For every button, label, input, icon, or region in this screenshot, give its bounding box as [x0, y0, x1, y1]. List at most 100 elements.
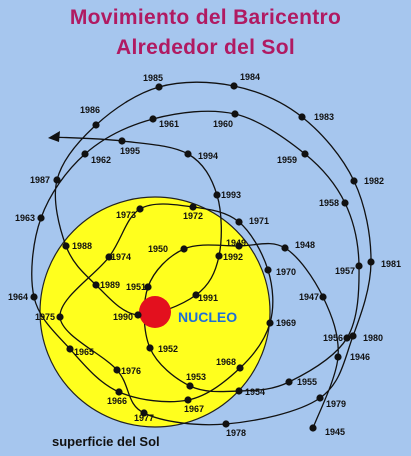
- year-label-1958: 1958: [319, 198, 339, 208]
- year-label-1977: 1977: [134, 413, 154, 423]
- year-label-1987: 1987: [30, 175, 50, 185]
- year-dot-1949: [235, 242, 243, 250]
- year-label-1946: 1946: [350, 352, 370, 362]
- year-label-1961: 1961: [159, 119, 179, 129]
- year-dot-1973: [136, 205, 144, 213]
- year-label-1965: 1965: [74, 347, 94, 357]
- year-label-1993: 1993: [221, 190, 241, 200]
- year-label-1980: 1980: [363, 333, 383, 343]
- year-label-1982: 1982: [364, 176, 384, 186]
- year-label-1947: 1947: [299, 292, 319, 302]
- year-label-1981: 1981: [381, 259, 401, 269]
- year-label-1976: 1976: [121, 366, 141, 376]
- year-label-1960: 1960: [213, 119, 233, 129]
- year-dot-1950: [180, 245, 188, 253]
- path-arrowhead: [48, 131, 60, 142]
- year-label-1974: 1974: [111, 252, 131, 262]
- year-label-1959: 1959: [277, 155, 297, 165]
- year-dot-1963: [37, 214, 45, 222]
- title-line-1: Movimiento del Baricentro: [69, 6, 342, 29]
- year-dot-1986: [92, 121, 100, 129]
- year-label-1984: 1984: [240, 72, 260, 82]
- title-line-2: Alrededor del Sol: [116, 36, 295, 59]
- year-label-1948: 1948: [295, 240, 315, 250]
- year-label-1972: 1972: [183, 211, 203, 221]
- year-dot-1976: [113, 366, 121, 374]
- year-dot-1959: [301, 150, 309, 158]
- nucleus-label: NUCLEO: [178, 309, 237, 325]
- year-label-1957: 1957: [335, 266, 355, 276]
- year-dot-1992: [215, 252, 223, 260]
- year-dot-1948: [281, 244, 289, 252]
- year-dot-1971: [235, 218, 243, 226]
- year-dot-1989: [92, 281, 100, 289]
- year-label-1983: 1983: [314, 112, 334, 122]
- year-dot-1961: [149, 115, 157, 123]
- year-label-1973: 1973: [116, 210, 136, 220]
- year-dot-1953: [186, 382, 194, 390]
- year-label-1952: 1952: [158, 344, 178, 354]
- year-label-1978: 1978: [226, 428, 246, 438]
- year-dot-1978: [222, 420, 230, 428]
- year-label-1970: 1970: [276, 267, 296, 277]
- year-dot-1987: [53, 176, 61, 184]
- year-dot-1995: [118, 137, 126, 145]
- year-dot-1972: [189, 203, 197, 211]
- year-points: 1945194619471948194919501951195219531954…: [8, 72, 401, 438]
- year-dot-1984: [230, 82, 238, 90]
- year-dot-1994: [184, 150, 192, 158]
- year-label-1955: 1955: [297, 377, 317, 387]
- year-label-1968: 1968: [216, 357, 236, 367]
- year-label-1989: 1989: [100, 280, 120, 290]
- year-label-1979: 1979: [326, 399, 346, 409]
- year-dot-1964: [30, 293, 38, 301]
- year-dot-1988: [62, 242, 70, 250]
- year-dot-1946: [334, 353, 342, 361]
- year-dot-1970: [264, 266, 272, 274]
- year-dot-1947: [319, 293, 327, 301]
- year-dot-1956: [343, 334, 351, 342]
- year-dot-1977: [140, 409, 148, 417]
- year-label-1962: 1962: [91, 155, 111, 165]
- year-label-1971: 1971: [249, 216, 269, 226]
- year-label-1986: 1986: [80, 105, 100, 115]
- year-label-1985: 1985: [143, 73, 163, 83]
- year-label-1954: 1954: [245, 387, 265, 397]
- year-label-1994: 1994: [198, 151, 218, 161]
- year-dot-1993: [213, 191, 221, 199]
- year-label-1991: 1991: [198, 293, 218, 303]
- year-dot-1951: [144, 283, 152, 291]
- year-label-1953: 1953: [186, 372, 206, 382]
- year-label-1988: 1988: [72, 241, 92, 251]
- year-dot-1966: [115, 388, 123, 396]
- year-dot-1969: [266, 319, 274, 327]
- year-dot-1983: [298, 113, 306, 121]
- year-label-1969: 1969: [276, 318, 296, 328]
- year-dot-1945: [309, 424, 317, 432]
- year-dot-1957: [355, 262, 363, 270]
- year-label-1966: 1966: [107, 396, 127, 406]
- year-dot-1958: [341, 199, 349, 207]
- year-dot-1982: [350, 177, 358, 185]
- year-label-1949: 1949: [226, 238, 246, 248]
- year-dot-1981: [367, 258, 375, 266]
- year-label-1990: 1990: [113, 312, 133, 322]
- year-label-1951: 1951: [126, 282, 146, 292]
- year-dot-1967: [184, 396, 192, 404]
- year-dot-1990: [134, 311, 142, 319]
- year-dot-1952: [146, 344, 154, 352]
- year-dot-1980: [349, 332, 357, 340]
- year-label-1964: 1964: [8, 292, 28, 302]
- year-dot-1985: [155, 83, 163, 91]
- year-dot-1962: [81, 150, 89, 158]
- year-dot-1960: [231, 110, 239, 118]
- year-label-1956: 1956: [323, 333, 343, 343]
- year-dot-1954: [235, 387, 243, 395]
- year-label-1992: 1992: [223, 252, 243, 262]
- sun-surface-label: superficie del Sol: [52, 434, 160, 449]
- year-dot-1991: [192, 291, 200, 299]
- year-dot-1979: [316, 394, 324, 402]
- year-label-1975: 1975: [35, 312, 55, 322]
